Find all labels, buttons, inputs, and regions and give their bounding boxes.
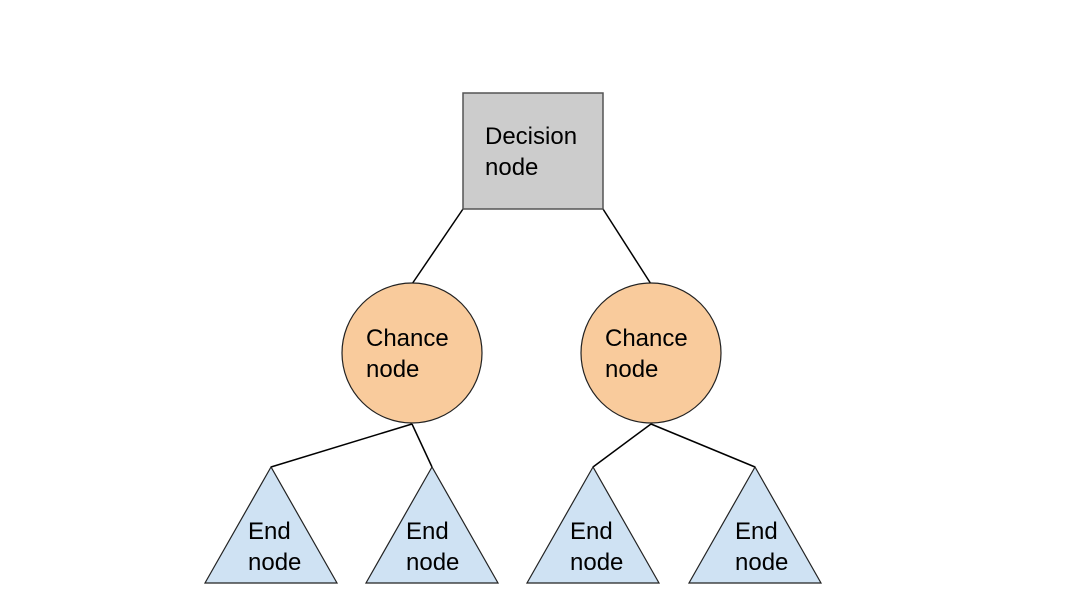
end-node-1-triangle <box>203 465 339 584</box>
end-node-4-triangle <box>687 465 823 584</box>
end-node-4-label-line2: node <box>735 549 788 576</box>
edge-decision-to-chance-right <box>602 208 652 285</box>
chance-node-left-label-line2: node <box>366 356 419 383</box>
decision-node-square <box>462 92 604 210</box>
decision-node: Decision node <box>462 92 604 210</box>
edge-chance-left-to-end-2 <box>411 423 433 468</box>
end-node-3-label-line1: End <box>570 518 613 545</box>
decision-node-label-line1: Decision <box>485 123 577 150</box>
end-node-2-label-line2: node <box>406 549 459 576</box>
edge-chance-right-to-end-3 <box>592 423 652 468</box>
end-node-3-triangle <box>525 465 661 584</box>
chance-node-right-label-line2: node <box>605 356 658 383</box>
chance-node-right-circle <box>580 282 722 424</box>
chance-node-right: Chance node <box>580 282 722 424</box>
edge-chance-left-to-end-1 <box>270 423 413 468</box>
edge-chance-right-to-end-4 <box>650 423 756 468</box>
end-node-1-label-line1: End <box>248 518 291 545</box>
end-node-3-label-line2: node <box>570 549 623 576</box>
end-node-2-triangle <box>364 465 500 584</box>
chance-node-left: Chance node <box>341 282 483 424</box>
end-node-4: End node <box>687 465 823 584</box>
end-node-1-label-line2: node <box>248 549 301 576</box>
edge-decision-to-chance-left <box>411 208 464 285</box>
end-node-1: End node <box>203 465 339 584</box>
chance-node-right-label-line1: Chance <box>605 325 688 352</box>
chance-node-left-label-line1: Chance <box>366 325 449 352</box>
end-node-3: End node <box>525 465 661 584</box>
end-node-2-label-line1: End <box>406 518 449 545</box>
chance-node-left-circle <box>341 282 483 424</box>
end-node-2: End node <box>364 465 500 584</box>
end-node-4-label-line1: End <box>735 518 778 545</box>
decision-node-label-line2: node <box>485 154 538 181</box>
